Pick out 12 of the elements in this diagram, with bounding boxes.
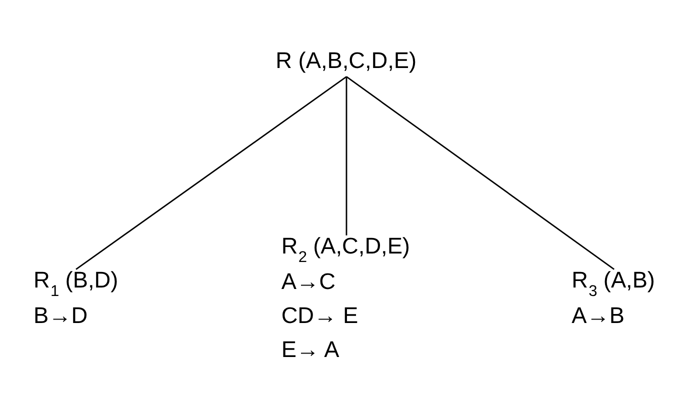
node-text: R$_{3}$ (A,B): [572, 266, 655, 300]
node-text: R (A,B,C,D,E): [276, 46, 417, 73]
node-label: B→D: [34, 302, 88, 328]
connector: [346, 76, 348, 236]
node-label: E→ A: [281, 336, 340, 362]
connector: [346, 76, 615, 270]
node-label: CD→ E: [281, 302, 358, 328]
node-text: R$_{2}$ (A,C,D,E): [281, 232, 410, 266]
node-text: R$_{1}$ (B,D): [34, 266, 118, 300]
node-label: A→C: [281, 268, 336, 294]
connector: [76, 76, 347, 270]
node-label: A→B: [572, 302, 624, 328]
